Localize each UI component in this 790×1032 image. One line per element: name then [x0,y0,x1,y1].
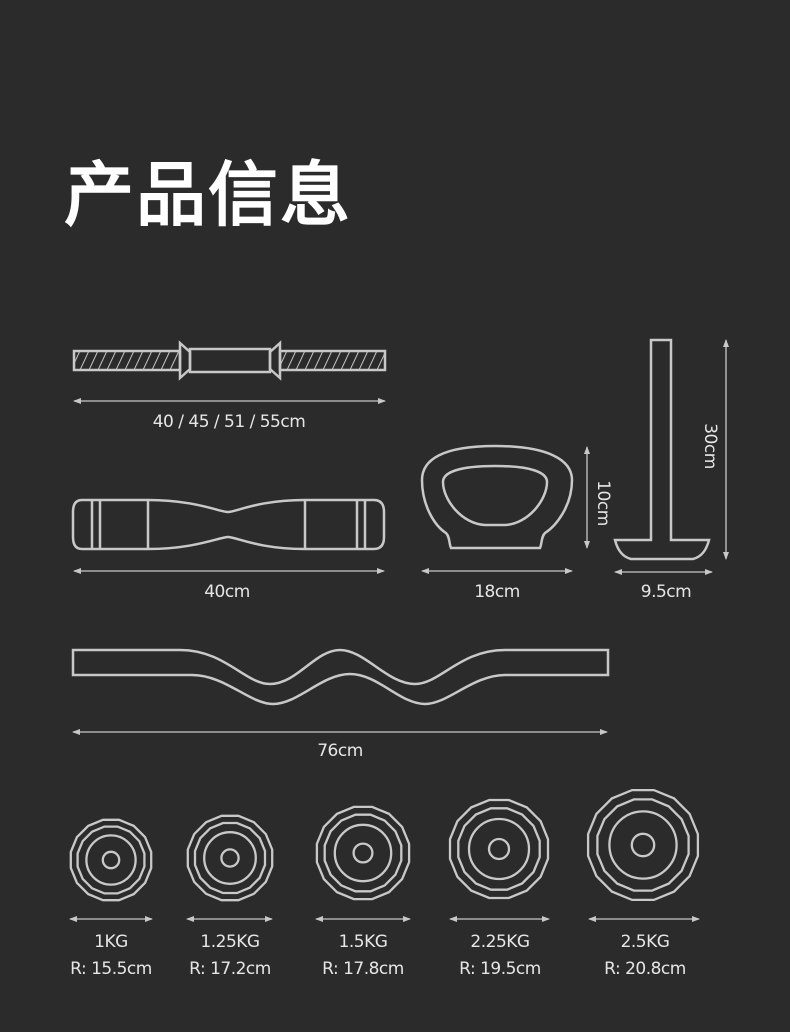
stand-post-height-label: 30cm [700,423,720,469]
plate-radius-label: R: 17.8cm [322,959,404,979]
weight-plate-1 [69,818,153,922]
stand-post [613,338,711,561]
plate-center-hole [101,850,121,870]
plate-weight-label: 2.5KG [620,932,670,952]
threaded-bar [72,340,387,381]
plate-inner-rim [596,798,690,892]
kettlebell-width-label: 18cm [474,582,520,602]
straight-bar-dimension-label: 40cm [204,582,250,602]
weight-plate-4 [448,798,550,922]
plate-center-hole [630,832,656,858]
weight-plate-3 [315,805,411,922]
plate-radius-label: R: 19.5cm [459,959,541,979]
plate-weight-label: 1KG [94,932,128,952]
weight-plate-2 [186,814,274,922]
straight-bar [71,498,386,551]
plate-inner-rim [193,821,267,895]
plate-center-hole [487,837,511,861]
plate-radius-label: R: 17.2cm [189,959,271,979]
plate-weight-label: 1.5KG [338,932,388,952]
plate-outer-rim [186,814,274,902]
weight-plates [69,788,700,922]
plate-radius-label: R: 15.5cm [70,959,152,979]
curl-bar [71,648,610,706]
plate-inner-rim [76,825,146,895]
plate-hub-ring [203,831,257,885]
plate-inner-rim [457,807,541,891]
plate-outer-rim [69,818,153,902]
plate-hub-ring [333,823,393,883]
plate-hub-ring [467,817,531,881]
plate-weight-label: 2.25KG [470,932,530,952]
plate-hub-ring [608,810,678,880]
curl-bar-dimension-label: 76cm [317,741,363,761]
plate-hub-ring [85,834,137,886]
stand-post-width-label: 9.5cm [640,582,692,602]
plate-center-hole [352,842,374,864]
threaded-bar-dimension-label: 40 / 45 / 51 / 55cm [152,412,306,432]
weight-plate-5 [586,788,700,922]
kettlebell-handle [420,444,574,550]
plate-inner-rim [323,813,403,893]
plate-outer-rim [586,788,700,902]
page-title: 产品信息 [64,154,352,236]
kettlebell-height-label: 10cm [593,480,613,526]
plate-radius-label: R: 20.8cm [604,959,686,979]
plate-outer-rim [315,805,411,901]
plate-outer-rim [448,798,550,900]
plate-weight-label: 1.25KG [200,932,260,952]
plate-center-hole [220,848,240,868]
